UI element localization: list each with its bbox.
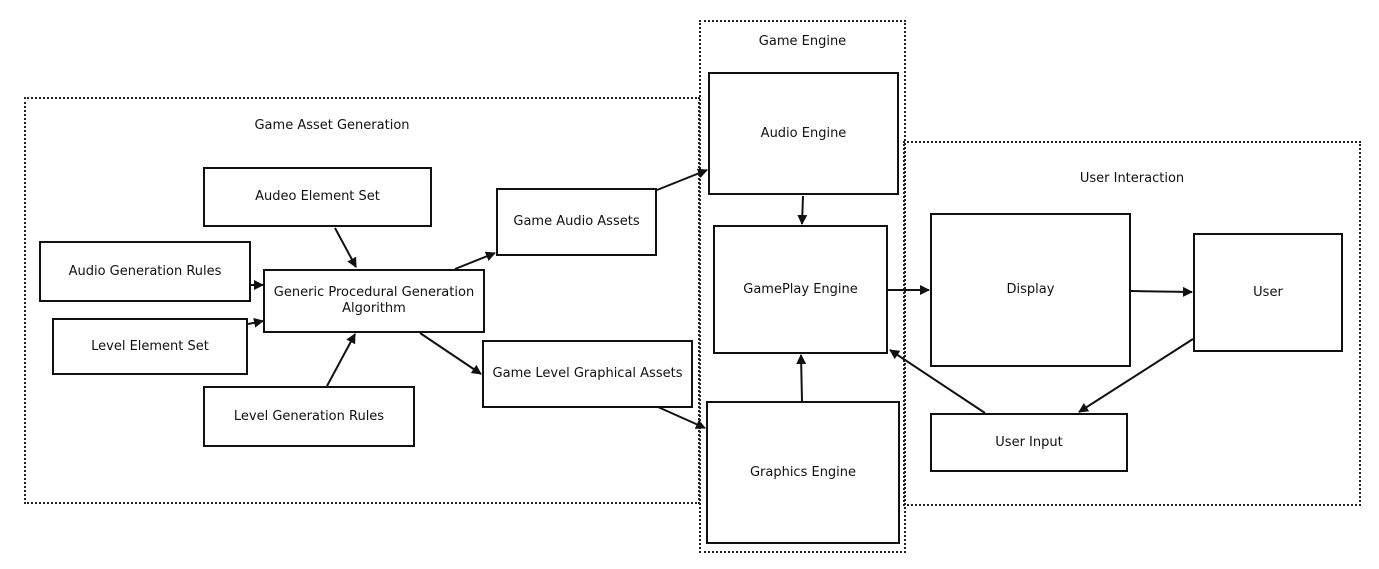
- node-label: Generic Procedural Generation Algorithm: [273, 285, 475, 316]
- node-display: Display: [930, 213, 1131, 367]
- node-label: Game Level Graphical Assets: [492, 366, 683, 381]
- node-label: Display: [1006, 282, 1055, 297]
- edge-algorithm-to-game-audio-assets: [454, 251, 496, 270]
- node-generic-procedural-generation-algorithm: Generic Procedural Generation Algorithm: [263, 269, 485, 333]
- node-label: GamePlay Engine: [743, 281, 858, 297]
- group-title-game-asset-generation: Game Asset Generation: [254, 118, 410, 133]
- edge-game-audio-assets-to-audio-engine: [656, 168, 708, 191]
- group-title-user-interaction: User Interaction: [1079, 171, 1185, 186]
- node-gameplay-engine: GamePlay Engine: [713, 225, 888, 354]
- node-label: User: [1253, 284, 1283, 300]
- edge-audeo-element-set-to-algorithm: [334, 227, 357, 268]
- group-game-engine: Game Engine: [699, 20, 906, 553]
- edge-graphics-engine-to-gameplay-engine: [796, 354, 807, 402]
- node-label: Audio Generation Rules: [68, 263, 222, 279]
- edge-audio-engine-to-gameplay-engine: [797, 195, 808, 225]
- edge-level-generation-rules-to-algorithm: [326, 333, 356, 387]
- node-audio-generation-rules: Audio Generation Rules: [39, 241, 251, 302]
- node-label: Level Generation Rules: [233, 408, 385, 424]
- node-level-generation-rules: Level Generation Rules: [203, 386, 415, 447]
- node-label: Graphics Engine: [749, 464, 857, 480]
- node-label: Level Element Set: [91, 338, 209, 354]
- node-game-audio-assets: Game Audio Assets: [496, 188, 657, 256]
- edge-display-to-user: [1130, 286, 1193, 297]
- node-user-input: User Input: [930, 413, 1128, 472]
- node-audeo-element-set: Audeo Element Set: [203, 167, 432, 227]
- node-user: User: [1193, 233, 1343, 352]
- group-title-game-engine: Game Engine: [758, 34, 847, 49]
- edge-game-level-graphical-assets-to-graphics-engine: [657, 406, 706, 429]
- edge-user-to-user-input: [1078, 338, 1194, 413]
- node-label: Audeo Element Set: [255, 189, 380, 204]
- node-level-element-set: Level Element Set: [52, 318, 248, 375]
- node-label: Game Audio Assets: [513, 214, 640, 229]
- edge-level-element-set-to-algorithm: [247, 317, 264, 328]
- node-label: Audio Engine: [760, 125, 847, 141]
- edge-algorithm-to-game-level-graphical-assets: [419, 332, 482, 375]
- node-graphics-engine: Graphics Engine: [706, 401, 900, 544]
- node-label: User Input: [995, 434, 1063, 450]
- node-game-level-graphical-assets: Game Level Graphical Assets: [482, 340, 693, 408]
- edge-user-input-to-gameplay-engine: [889, 349, 986, 414]
- node-audio-engine: Audio Engine: [708, 72, 899, 195]
